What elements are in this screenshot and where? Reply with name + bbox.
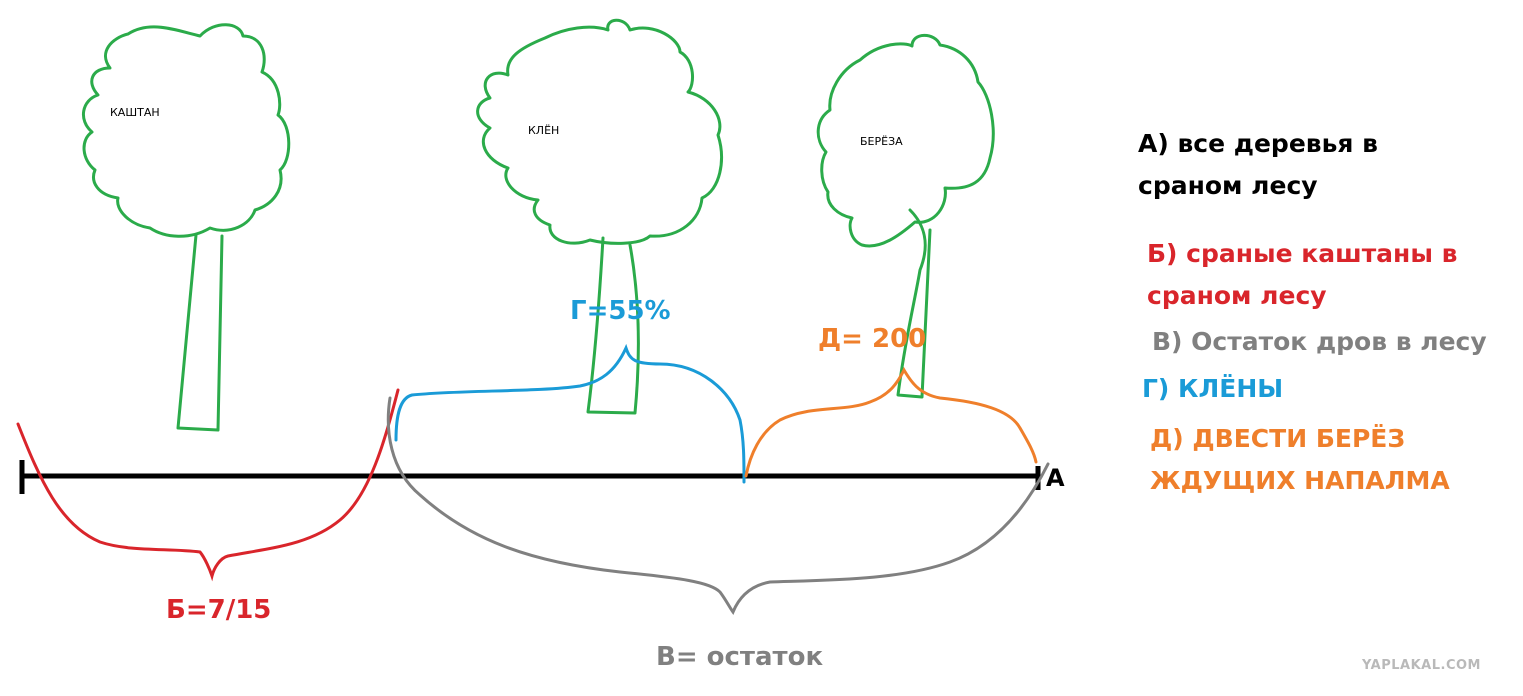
legend-a: А) все деревья в сраном лесу (1138, 123, 1378, 207)
chestnut-tree (82, 23, 291, 432)
maple-tree (476, 18, 723, 415)
legend-d-line2: ЖДУЩИХ НАПАЛМА (1150, 466, 1450, 495)
birch-crown (816, 33, 995, 248)
brace-b-label: Б=7/15 (166, 595, 272, 625)
legend-a-line2: сраном лесу (1138, 171, 1318, 200)
legend-v: В) Остаток дров в лесу (1152, 327, 1487, 356)
watermark: YAPLAKAL.COM (1362, 658, 1481, 673)
legend-b-line1: Б) сраные каштаны в (1147, 239, 1458, 268)
legend-g: Г) КЛЁНЫ (1142, 374, 1284, 403)
brace-g (394, 343, 746, 484)
brace-d-label: Д= 200 (818, 324, 927, 354)
main-axis (19, 460, 1041, 494)
birch-trunk (896, 208, 932, 399)
maple-label: КЛЁН (528, 124, 560, 137)
chestnut-trunk (176, 233, 224, 432)
birch-label: БЕРЁЗА (860, 135, 903, 148)
axis-end-label: А (1046, 464, 1065, 492)
brace-v (386, 396, 1050, 616)
chestnut-label: КАШТАН (110, 106, 160, 119)
brace-d (744, 366, 1038, 478)
maple-trunk (586, 236, 640, 415)
maple-crown (476, 18, 723, 245)
brace-b (16, 388, 400, 582)
legend-d: Д) ДВЕСТИ БЕРЁЗ ЖДУЩИХ НАПАЛМА (1150, 418, 1450, 502)
chestnut-crown (82, 23, 291, 238)
legend-b: Б) сраные каштаны в сраном лесу (1147, 233, 1457, 317)
legend-d-line1: Д) ДВЕСТИ БЕРЁЗ (1150, 424, 1406, 453)
brace-g-label: Г=55% (570, 296, 671, 326)
legend-a-line1: А) все деревья в (1138, 129, 1378, 158)
brace-v-label: В= остаток (656, 642, 824, 672)
legend-b-line2: сраном лесу (1147, 281, 1327, 310)
